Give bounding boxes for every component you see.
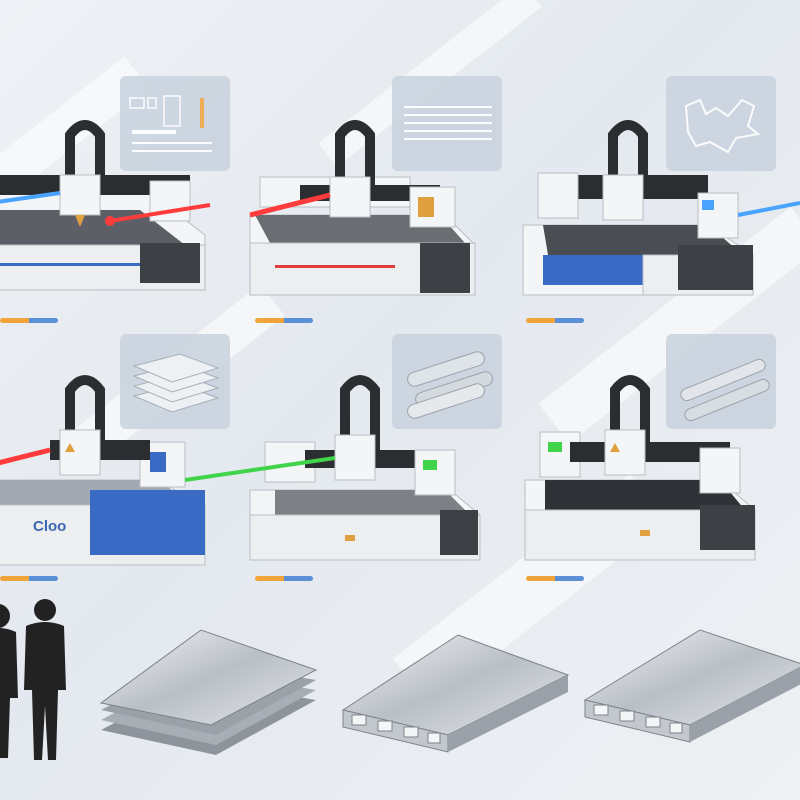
laser-cutter-machine [240,115,480,305]
path-drawing-icon [666,76,776,171]
laser-cutter-machine [0,370,215,570]
stacked-sheets [96,625,321,755]
accent-bar [255,318,313,323]
hollow-panel [580,629,800,755]
laser-cutter-machine [520,370,760,570]
laser-cutter-machine [184,370,485,570]
accent-bar [526,318,584,323]
laser-cutter-machine [0,115,215,305]
sheet-stack-icon [120,334,230,429]
hollow-panel [338,630,573,755]
machine-brand-label: Cloo [33,518,67,535]
accent-bar [255,576,313,581]
accent-bar [0,576,58,581]
accent-bar [526,576,584,581]
text-lines-icon [392,76,502,171]
accent-bar [0,318,58,323]
laser-cutter-machine [518,115,800,305]
people-silhouette [0,598,90,763]
tubes-icon [392,334,502,429]
rods-icon [666,334,776,429]
control-screen-icon [120,76,230,171]
